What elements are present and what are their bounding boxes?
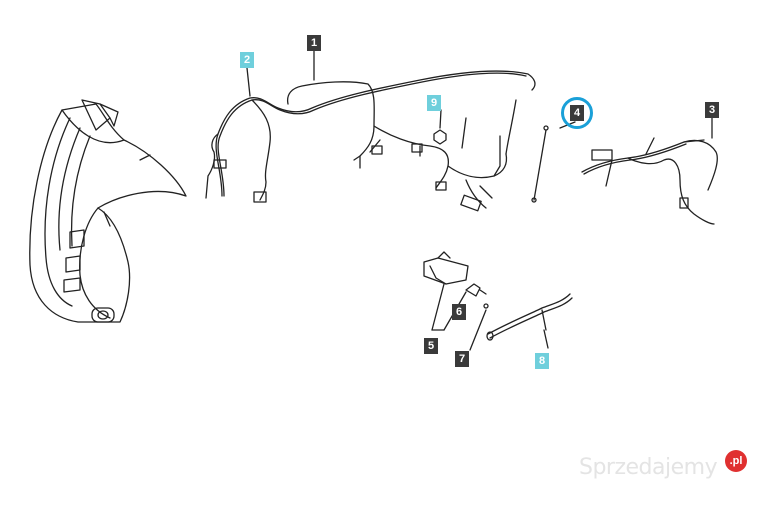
- callout-3: 3: [705, 102, 719, 118]
- watermark-badge: .pl: [725, 450, 747, 472]
- fender-drawing: [29, 99, 187, 323]
- main-wiring-harness: [205, 70, 536, 212]
- part-3-harness: [581, 137, 718, 225]
- callout-1: 1: [307, 35, 321, 51]
- highlight-ring-4: [561, 97, 593, 129]
- part-8-hose: [486, 293, 573, 349]
- part-4-rod: [531, 125, 549, 203]
- watermark-text: Sprzedajemy: [579, 455, 718, 480]
- callout-2: 2: [240, 52, 254, 68]
- callout-5: 5: [424, 338, 438, 354]
- callout-8: 8: [535, 353, 549, 369]
- part-9-nut: [433, 129, 447, 145]
- sensor-assembly: [423, 251, 489, 351]
- callout-9: 9: [427, 95, 441, 111]
- callout-6: 6: [452, 304, 466, 320]
- callout-7: 7: [455, 351, 469, 367]
